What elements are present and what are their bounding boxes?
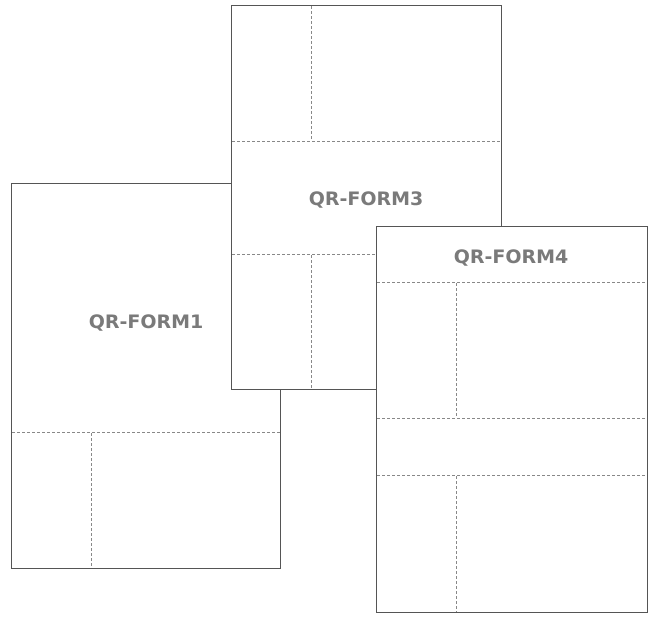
form-card-qr-form4: QR-FORM4 <box>376 226 648 613</box>
form3-label: QR-FORM3 <box>309 188 424 210</box>
form4-label: QR-FORM4 <box>454 246 569 268</box>
form1-label: QR-FORM1 <box>89 311 204 333</box>
form4-border <box>376 226 648 613</box>
